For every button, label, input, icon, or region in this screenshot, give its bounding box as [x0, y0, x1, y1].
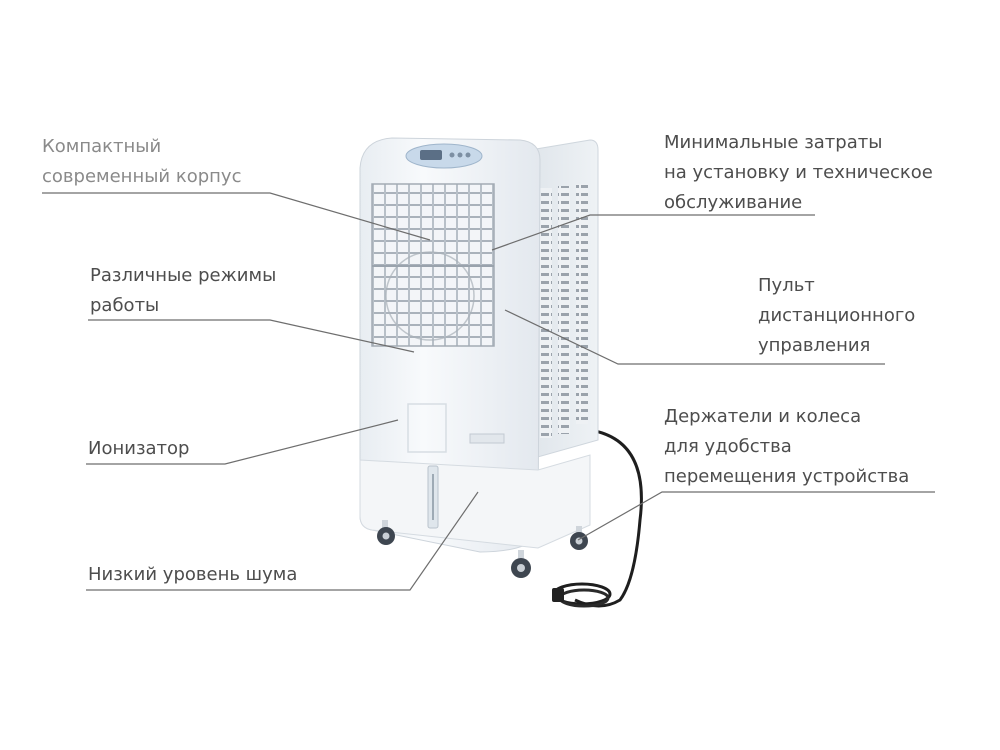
feature-line: Пульт [758, 275, 815, 296]
power-cable [574, 428, 643, 608]
side-vent-1 [540, 188, 552, 438]
feature-line: работы [90, 295, 160, 316]
feature-line: современный корпус [42, 166, 242, 187]
feature-low-noise: Низкий уровень шума [88, 560, 297, 590]
feature-line: Держатели и колеса [664, 406, 862, 427]
leader-line-wheels [577, 491, 935, 541]
feature-wheels: Держатели и колеса для удобства перемеще… [664, 402, 909, 492]
feature-line: дистанционного [758, 305, 916, 326]
side-vent-3 [576, 184, 588, 424]
label-plate [469, 433, 505, 444]
control-button [457, 152, 463, 158]
leader-line-low-noise [86, 491, 479, 591]
feature-line: управления [758, 335, 871, 356]
access-panel [407, 403, 447, 453]
feature-remote: Пульт дистанционного управления [758, 271, 915, 361]
feature-modes: Различные режимы работы [90, 261, 276, 321]
base-block [359, 454, 591, 549]
fan [385, 251, 475, 341]
feature-min-costs: Минимальные затраты на установку и техни… [664, 128, 933, 218]
feature-line: на установку и техническое [664, 162, 933, 183]
feature-line: Компактный [42, 136, 162, 157]
leader-line-compact-body [42, 192, 431, 241]
leader-line-remote [504, 309, 885, 365]
feature-line: Минимальные затраты [664, 132, 883, 153]
feature-line: Различные режимы [90, 265, 277, 286]
wheel [511, 550, 531, 578]
cable-coil [552, 582, 612, 608]
feature-compact-body: Компактный современный корпус [42, 132, 241, 192]
leader-line-min-costs [491, 214, 815, 251]
wheel [377, 520, 395, 545]
leader-line-modes [88, 319, 415, 353]
leader-line-ionizer [86, 419, 399, 465]
feature-ionizer: Ионизатор [88, 434, 189, 464]
control-button [449, 152, 455, 158]
feature-line: обслуживание [664, 192, 803, 213]
feature-line: Низкий уровень шума [88, 564, 298, 585]
feature-line: для удобства [664, 436, 792, 457]
control-button [465, 152, 471, 158]
display-screen [420, 150, 442, 160]
feature-line: перемещения устройства [664, 466, 910, 487]
feature-line: Ионизатор [88, 438, 190, 459]
side-vent-2 [558, 186, 570, 434]
control-panel [405, 143, 483, 169]
